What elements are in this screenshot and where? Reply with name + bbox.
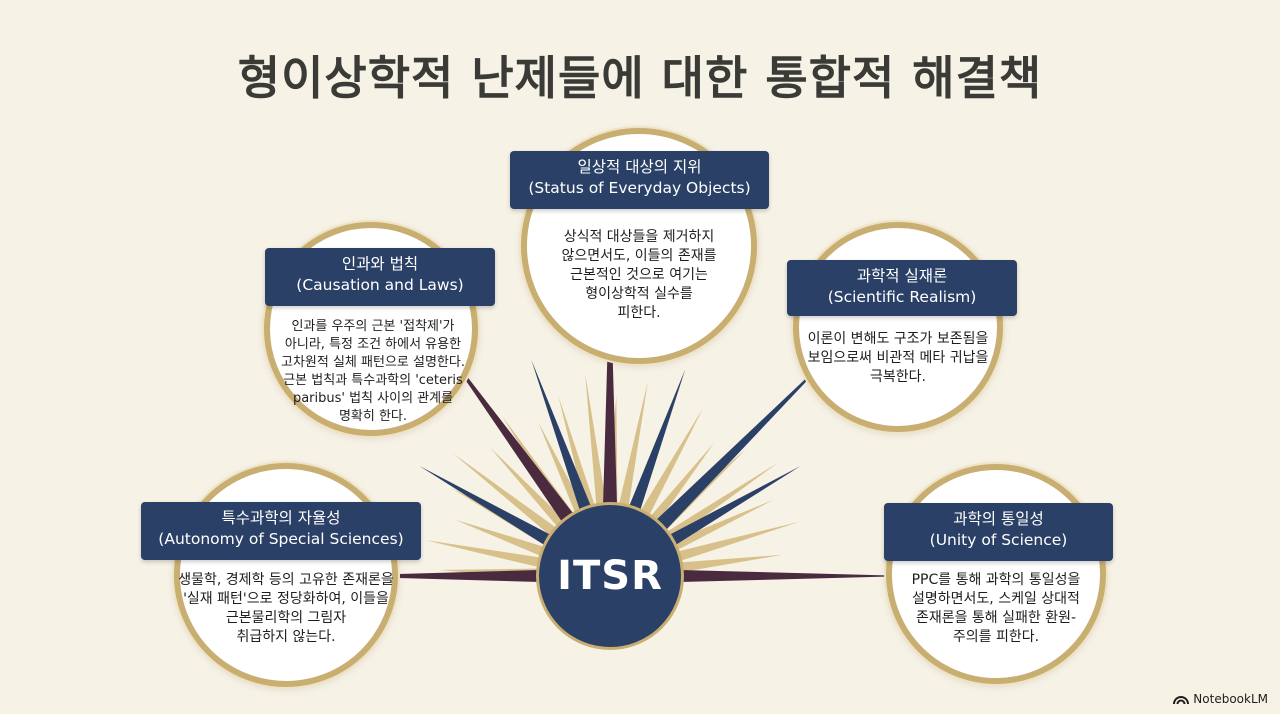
node-label-unity-of-science: 과학의 통일성 (Unity of Science) — [884, 503, 1113, 561]
ray-1 — [425, 540, 543, 568]
ray-28 — [667, 466, 801, 547]
node-desc-unity-of-science: PPC를 통해 과학의 통일성을 설명하면서도, 스케일 상대적 존재론을 통해… — [911, 572, 1081, 645]
ray-16 — [665, 462, 779, 542]
node-label-special-sciences: 특수과학의 자율성 (Autonomy of Special Sciences) — [141, 502, 421, 560]
ray-27 — [419, 466, 553, 547]
ray-5 — [489, 447, 566, 529]
ray-11 — [618, 381, 648, 509]
node-desc-special-sciences: 생물학, 경제학 등의 고유한 존재론을 '실재 패턴'으로 정당화하여, 이들… — [178, 572, 394, 645]
center-label: ITSR — [557, 553, 663, 599]
ray-26 — [628, 369, 686, 513]
node-label-causation: 인과와 법칙 (Causation and Laws) — [265, 248, 495, 306]
node-label-scientific-realism: 과학적 실재론 (Scientific Realism) — [787, 260, 1017, 316]
node-circle-special-sciences — [174, 463, 398, 687]
ray-22 — [654, 349, 837, 532]
brand-watermark: NotebookLM — [1173, 692, 1268, 706]
ray-8 — [558, 396, 596, 511]
node-title-en: (Status of Everyday Objects) — [528, 179, 751, 197]
ray-21 — [433, 333, 575, 524]
ray-20 — [603, 266, 617, 506]
node-title-ko: 일상적 대상의 지위 — [577, 158, 702, 176]
node-desc-scientific-realism: 이론이 변해도 구조가 보존됨을 보임으로써 비관적 메타 귀납을 극복한다. — [807, 331, 989, 385]
ray-14 — [649, 442, 715, 524]
page-title: 형이상학적 난제들에 대한 통합적 해결책 — [237, 51, 1043, 105]
node-desc-causation: 인과를 우주의 근본 '접착제'가 아니라, 특정 조건 하에서 유용한 고차원… — [281, 319, 465, 424]
center-hub: ITSR — [536, 502, 684, 650]
ray-19 — [678, 554, 783, 573]
ray-24 — [680, 570, 910, 582]
brand-label: NotebookLM — [1193, 692, 1268, 706]
ray-7 — [538, 421, 585, 515]
node-desc-everyday-objects: 상식적 대상들을 제거하지 않으면서도, 이들의 존재를 근본적인 것으로 여기… — [561, 229, 717, 321]
ray-23 — [330, 570, 540, 582]
ray-9 — [585, 373, 607, 508]
ray-4 — [453, 453, 558, 537]
notebooklm-logo-icon — [1173, 696, 1190, 705]
node-label-everyday-objects: 일상적 대상의 지위 (Status of Everyday Objects) — [510, 151, 769, 209]
ray-17 — [671, 499, 774, 551]
node-circle-unity-of-science — [886, 464, 1106, 684]
ray-13 — [639, 408, 704, 518]
ray-18 — [675, 521, 800, 562]
ray-2 — [454, 519, 546, 557]
node-circle-scientific-realism — [793, 222, 1003, 432]
ray-25 — [531, 359, 592, 513]
